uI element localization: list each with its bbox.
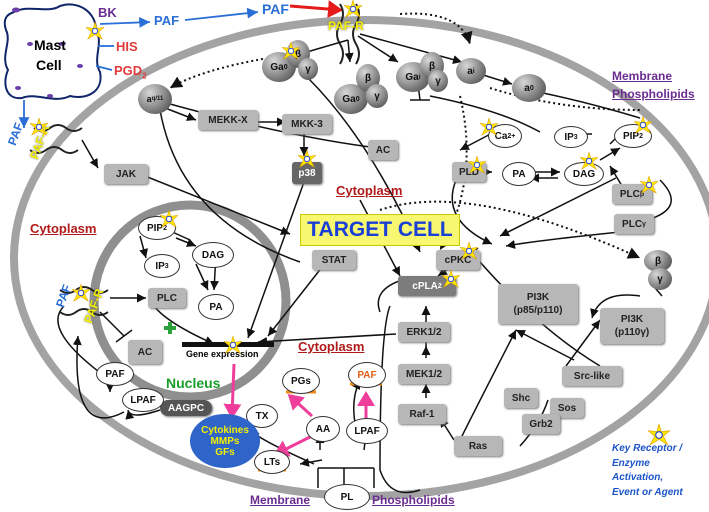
membrane-label-bottom-1: Membrane [250,493,311,507]
pi3k-p110g-box: PI3K(p110γ) [600,308,664,344]
lpaf-nucleus-node: LPAF [122,388,164,412]
plc-left-box: PLC [148,288,186,308]
gene-expression-label: Gene expression [186,349,259,359]
legend-line-3: Activation, [612,472,664,483]
mast-his: HIS [116,39,138,54]
mast-cell-granules [12,7,83,98]
src-like-box: Src-like [562,366,622,386]
ac-left-box: AC [128,340,162,364]
sos-box: Sos [550,398,584,418]
legend-line-2: Enzyme [612,457,650,469]
aagpc-box: AAGPC [160,400,212,416]
legend-line-1: Key Receptor / [612,443,683,454]
g-beta-right: β [644,250,672,272]
activation-star-icon [468,156,486,174]
activation-star-icon [344,0,362,18]
target-cell-banner: TARGET CELL [300,214,460,246]
activation-star-icon [86,22,104,40]
cytoplasm-label-left: Cytoplasm [30,221,97,236]
activation-star-icon [640,176,658,194]
activation-star-icon [298,150,316,168]
grb2-box: Grb2 [522,414,560,434]
membrane-label-top-1: Membrane [612,69,673,83]
mast-cell-label-line2: Cell [36,57,62,73]
membrane-label-top-2: Phospholipids [612,87,695,101]
mast-cell-label-line1: Mast [34,37,66,53]
mmps-label: MMPs [210,435,240,447]
membrane-label-bottom-2: Phospholipids [372,493,455,507]
g-gamma-i: γ [428,70,448,92]
cytoplasm-label-top: Cytoplasm [336,183,403,198]
cpkc-box: cPKC [436,250,480,270]
activation-star-icon [160,210,178,228]
mek-box: MEK1/2 [398,364,450,384]
activation-star-icon [480,118,498,136]
nucleus-membrane [89,200,291,402]
paf-bottom-node: PAF [348,362,386,388]
cytokines-label: Cytokines [201,424,249,436]
activation-star-icon [72,284,90,302]
stat-box: STAT [312,250,356,270]
pa-left-node: PA [198,294,234,320]
mediator-arrows [18,7,259,128]
lpaf-bottom-node: LPAF [346,418,388,444]
g-gamma-top: γ [298,58,318,80]
nucleus-label: Nucleus [166,375,221,391]
mkk-3-box: MKK-3 [282,114,332,134]
cytokines-blob: Cytokines MMPs GFs [190,414,260,468]
cytoplasm-label-mid: Cytoplasm [298,339,365,354]
ac-top-box: AC [368,140,398,160]
top-paf: PAF [262,1,289,17]
target-cell-title: TARGET CELL [307,218,453,241]
mast-paf: PAF [154,13,180,28]
activation-star-icon [30,118,48,136]
paf-nucleus-node: PAF [96,362,134,386]
activation-star-icon [580,152,598,170]
mast-bk: BK [98,5,117,20]
pgs-node: PGs [282,368,320,394]
paf-r-top: PAF-R [328,19,364,33]
mast-cell-outline [3,3,102,100]
legend: Key Receptor / Enzyme Activation, Event … [612,442,683,500]
ras-box: Ras [454,436,502,456]
mekk-x-box: MEKK-X [198,110,258,130]
green-plus-icon [164,322,176,334]
legend-line-4: Event or Agent [612,486,683,498]
raf-box: Raf-1 [398,404,446,424]
activation-star-icon [634,116,652,134]
g-gamma-mid: γ [366,84,388,108]
g-gamma-right: γ [648,268,672,290]
legend-star-icon [648,424,670,446]
aa-node: AA [306,416,340,442]
dag-left-node: DAG [192,242,234,268]
shc-box: Shc [504,388,538,408]
jak-box: JAK [104,164,148,184]
pi3k-p85-box: PI3K(p85/p110) [498,284,578,324]
gfs-label: GFs [215,446,235,458]
activation-star-icon [442,270,460,288]
mast-pgd2: PGD2 [114,63,147,81]
pl-node: PL [324,484,370,510]
erk-box: ERK1/2 [398,322,450,342]
activation-star-icon [460,242,478,260]
lts-node: LTs [254,450,290,474]
pa-right-node: PA [502,162,536,186]
activation-star-icon [224,336,242,354]
activation-star-icon [282,42,300,60]
